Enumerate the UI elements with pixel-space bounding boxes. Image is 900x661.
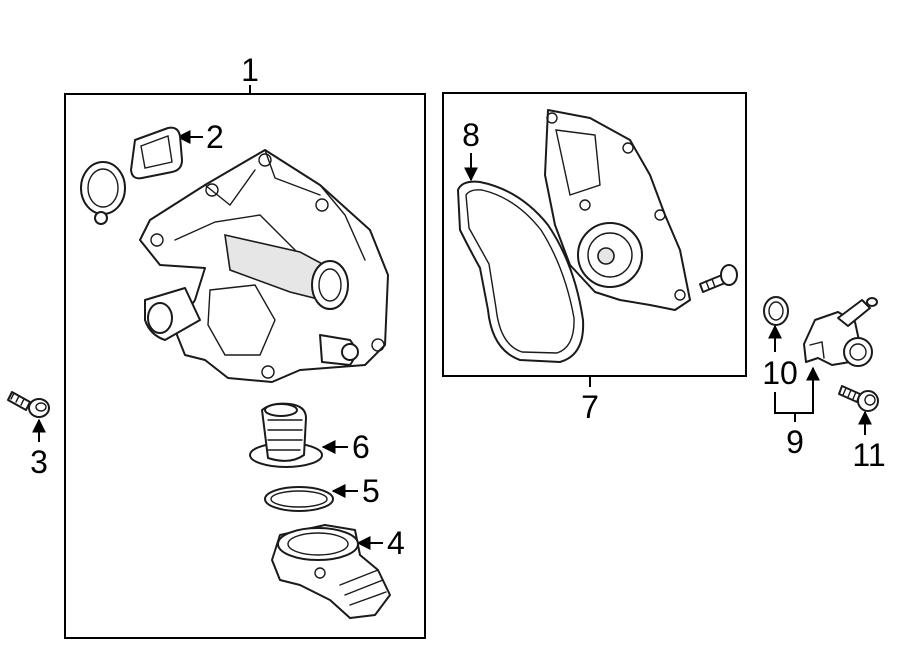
part-3-bolt bbox=[7, 391, 50, 418]
callout-9: 9 bbox=[786, 424, 804, 460]
part-1-housing bbox=[139, 149, 389, 383]
callout-3: 3 bbox=[30, 444, 48, 480]
callout-1: 1 bbox=[241, 52, 259, 88]
callout-7: 7 bbox=[581, 389, 599, 425]
callout-8: 8 bbox=[462, 117, 480, 153]
part-9-connector bbox=[803, 297, 878, 367]
callout-5: 5 bbox=[362, 473, 380, 509]
group-box-1 bbox=[64, 93, 426, 639]
part-4-cover bbox=[271, 524, 391, 619]
part-11-bolt bbox=[838, 385, 879, 412]
part-6-thermostat bbox=[249, 402, 323, 468]
callout-4: 4 bbox=[387, 525, 405, 561]
part-7-water-pump bbox=[544, 109, 691, 311]
group-box-7 bbox=[442, 92, 747, 377]
callout-6: 6 bbox=[352, 429, 370, 465]
callout-2: 2 bbox=[206, 119, 224, 155]
part-7-bolt bbox=[699, 264, 738, 293]
callout-11: 11 bbox=[852, 437, 885, 473]
part-10-oring bbox=[763, 296, 789, 326]
part-8-gasket bbox=[457, 180, 585, 363]
callout-10: 10 bbox=[762, 355, 798, 391]
part-5-oring bbox=[264, 486, 334, 512]
part-2-seal bbox=[80, 126, 183, 225]
